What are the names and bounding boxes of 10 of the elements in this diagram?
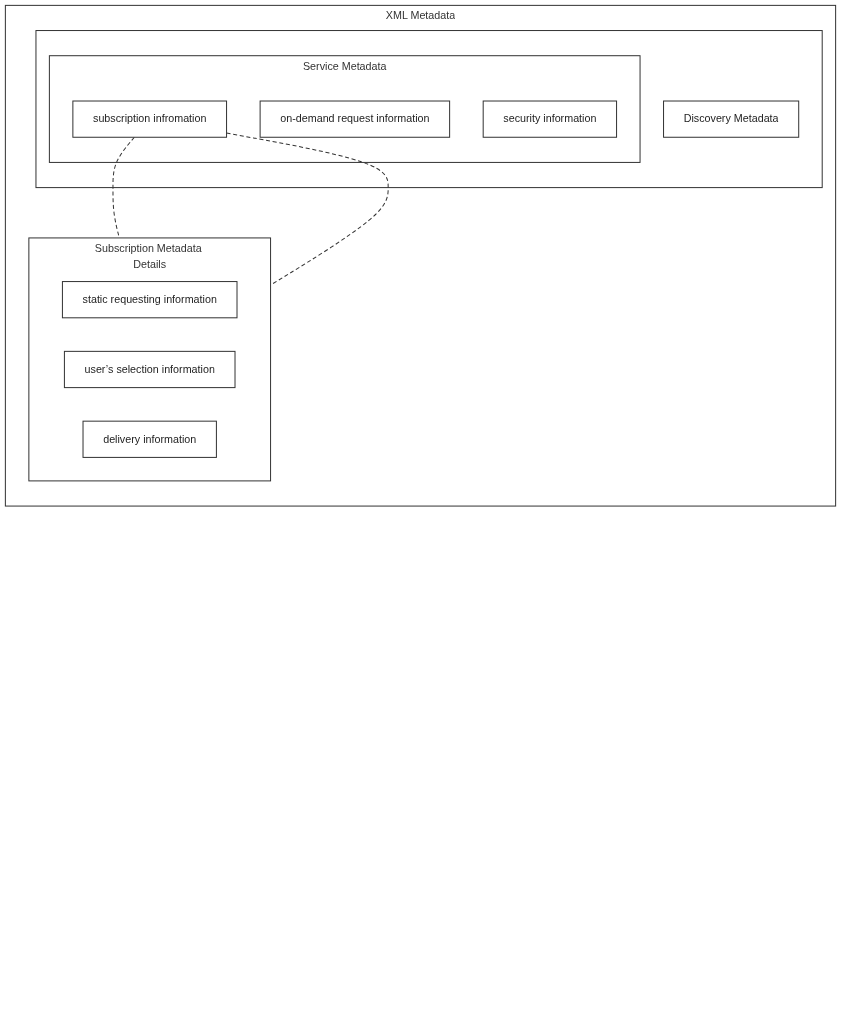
node-box: subscription infromation xyxy=(72,100,228,138)
node-box: on-demand request information xyxy=(259,100,451,138)
node-box: static requesting information xyxy=(61,281,238,319)
connector xyxy=(226,132,389,286)
node-box: user’s selection information xyxy=(63,350,236,389)
node-box: security information xyxy=(482,100,618,138)
node-box: Discovery Metadata xyxy=(663,100,800,138)
cluster xyxy=(35,30,823,189)
connector xyxy=(112,136,135,239)
node-box: delivery information xyxy=(82,420,217,458)
